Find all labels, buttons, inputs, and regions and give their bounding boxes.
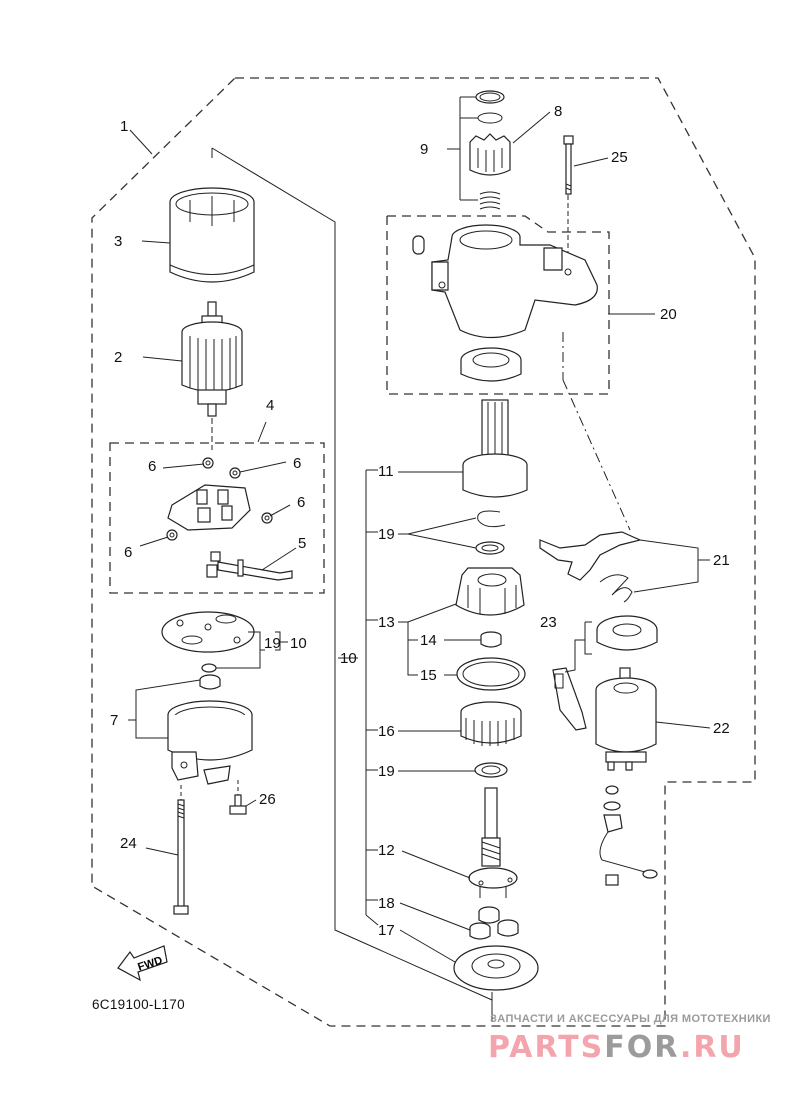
callout-25[interactable]: 25 — [611, 149, 628, 166]
callout-6[interactable]: 6 — [297, 494, 305, 511]
callout-23[interactable]: 23 — [540, 614, 557, 631]
brush-spring[interactable] — [261, 512, 273, 524]
callout-22[interactable]: 22 — [713, 720, 730, 737]
callout-2[interactable]: 2 — [114, 349, 122, 366]
callout-5[interactable]: 5 — [298, 535, 306, 552]
planet-gear[interactable] — [478, 906, 500, 924]
watermark-brand-part1: PARTS — [488, 1030, 604, 1065]
callout-6[interactable]: 6 — [148, 458, 156, 475]
internal-gear[interactable] — [460, 701, 522, 746]
armature[interactable] — [181, 301, 243, 417]
callout-17[interactable]: 17 — [378, 922, 395, 939]
pinion-gear[interactable] — [469, 133, 511, 176]
fwd-direction-arrow: FWD — [117, 945, 168, 982]
callout-10[interactable]: 10 — [290, 635, 307, 652]
callout-18[interactable]: 18 — [378, 895, 395, 912]
packing-ring-15[interactable] — [456, 657, 526, 691]
watermark-brand: PARTSFOR.RU — [488, 1030, 745, 1065]
end-bracket[interactable] — [167, 700, 253, 785]
brush-spring[interactable] — [166, 529, 178, 541]
callout-14[interactable]: 14 — [420, 632, 437, 649]
callout-11[interactable]: 11 — [378, 463, 394, 480]
callout-19[interactable]: 19 — [378, 526, 395, 543]
e-clip[interactable] — [477, 510, 506, 528]
brush-holder[interactable] — [167, 484, 251, 531]
bearing[interactable] — [460, 347, 522, 382]
drawing-code: 6C19100-L170 — [92, 997, 185, 1012]
callout-9[interactable]: 9 — [420, 141, 428, 158]
washer-19[interactable] — [474, 762, 508, 778]
watermark-brand-part3: .RU — [680, 1030, 745, 1065]
housing-bolt[interactable] — [563, 135, 574, 270]
callout-6[interactable]: 6 — [124, 544, 132, 561]
planet-carrier-shaft[interactable] — [468, 787, 518, 898]
yoke-housing[interactable] — [169, 187, 255, 283]
callout-1[interactable]: 1 — [120, 118, 128, 135]
callout-labels: 1 2 3 4 5 6 6 6 6 7 8 9 10 10 11 12 13 1… — [110, 103, 730, 939]
shift-lever[interactable] — [539, 531, 642, 581]
brush-spring[interactable] — [202, 457, 214, 469]
brush-plate[interactable] — [161, 611, 255, 653]
callout-4[interactable]: 4 — [266, 397, 274, 414]
housing-group-box — [386, 215, 610, 395]
callout-24[interactable]: 24 — [120, 835, 137, 852]
drive-housing[interactable] — [412, 224, 598, 339]
thrust-washer[interactable] — [475, 541, 505, 555]
terminal-block[interactable] — [552, 667, 587, 731]
clutch[interactable] — [462, 399, 528, 498]
solenoid-cap[interactable] — [596, 615, 658, 651]
callout-12[interactable]: 12 — [378, 842, 395, 859]
lever-spring[interactable] — [599, 574, 633, 603]
callout-19[interactable]: 19 — [378, 763, 395, 780]
brush-lead[interactable] — [206, 551, 293, 581]
screw[interactable] — [229, 780, 247, 815]
group-10-outline — [211, 147, 493, 1001]
assembly-boundary — [91, 77, 756, 1027]
callout-6[interactable]: 6 — [293, 455, 301, 472]
bushing-14[interactable] — [480, 631, 502, 648]
brush-spring[interactable] — [229, 467, 241, 479]
snap-ring[interactable] — [477, 112, 503, 124]
pinion-spring[interactable] — [479, 191, 501, 210]
callout-3[interactable]: 3 — [114, 233, 122, 250]
brush-holder-group-box — [109, 442, 325, 594]
planet-gear[interactable] — [497, 919, 519, 937]
watermark-brand-part2: FOR — [604, 1030, 680, 1065]
callout-15[interactable]: 15 — [420, 667, 437, 684]
callout-26[interactable]: 26 — [259, 791, 276, 808]
cover-seal[interactable] — [475, 90, 505, 104]
bushing[interactable] — [199, 674, 221, 690]
callout-21[interactable]: 21 — [713, 552, 730, 569]
leader-lines — [128, 96, 711, 963]
washer[interactable] — [201, 663, 217, 673]
callout-16[interactable]: 16 — [378, 723, 395, 740]
callout-10[interactable]: 10 — [340, 650, 357, 667]
gear-housing[interactable] — [455, 567, 525, 616]
lead-wire[interactable] — [599, 785, 658, 886]
watermark-tagline: ЗАПЧАСТИ И АКСЕССУАРЫ ДЛЯ МОТОТЕХНИКИ — [490, 1013, 771, 1025]
callout-8[interactable]: 8 — [554, 103, 562, 120]
callout-20[interactable]: 20 — [660, 306, 677, 323]
callout-13[interactable]: 13 — [378, 614, 395, 631]
watermark: ЗАПЧАСТИ И АКСЕССУАРЫ ДЛЯ МОТОТЕХНИКИ PA… — [488, 1013, 771, 1065]
planet-gear[interactable] — [469, 922, 491, 940]
solenoid[interactable] — [595, 667, 657, 771]
through-bolt[interactable] — [173, 785, 189, 915]
callout-7[interactable]: 7 — [110, 712, 118, 729]
thrust-plate[interactable] — [453, 945, 539, 1022]
callout-19[interactable]: 19 — [264, 635, 281, 652]
